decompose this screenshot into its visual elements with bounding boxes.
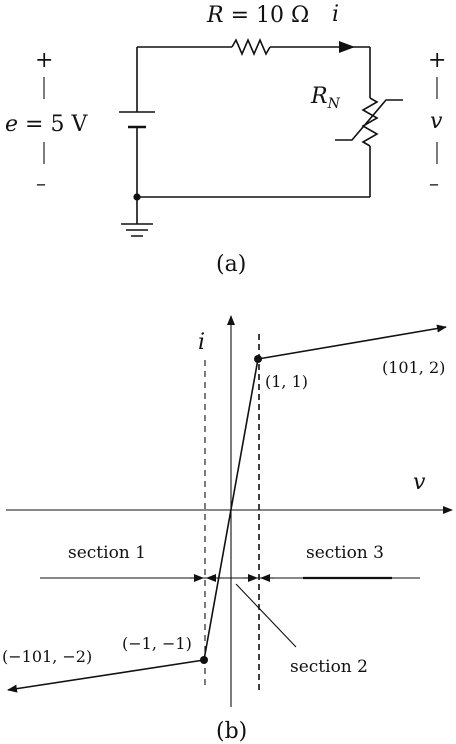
caption-b: (b) (216, 719, 247, 744)
section2-label: section 2 (290, 657, 368, 677)
ground-icon (121, 223, 153, 237)
iv-graph: i v (1, 1) (101, 2) (−1, −1) (−101, −2) … (2, 315, 453, 744)
breakpoint-top (254, 355, 262, 363)
voltage-plus-sign: + (428, 48, 446, 73)
curve-middle-segment (203, 358, 259, 661)
section3-label: section 3 (306, 543, 384, 563)
caption-a: (a) (216, 252, 246, 277)
voltage-label: v (430, 109, 443, 134)
point-label-bottom: (−1, −1) (122, 634, 192, 653)
resistor-label: R = 10 Ω (206, 3, 309, 28)
point-label-top: (1, 1) (265, 372, 308, 391)
nonlinear-resistor-symbol (361, 97, 379, 147)
source-label: e = 5 V (5, 112, 88, 137)
current-label: i (332, 2, 339, 27)
resistor-symbol (231, 37, 271, 57)
y-axis-label: i (198, 330, 205, 355)
section1-label: section 1 (68, 543, 146, 563)
nonlinear-resistor-slash (335, 99, 403, 141)
point-label-left: (−101, −2) (2, 647, 92, 666)
source-minus-sign: – (36, 171, 46, 195)
nonlinear-resistor-label: RN (310, 84, 341, 112)
circuit-diagram: R = 10 Ω i + e = 5 V – RN + v – (a) (5, 2, 446, 277)
curve-right-segment (257, 324, 447, 360)
x-axis-label: v (413, 470, 426, 495)
curve-left-segment (7, 659, 205, 693)
section2-pointer (235, 583, 297, 648)
breakpoint-bottom (200, 656, 208, 664)
voltage-minus-sign: – (429, 171, 439, 195)
current-arrow-icon (339, 41, 355, 53)
source-plus-sign: + (35, 48, 53, 73)
point-label-right: (101, 2) (382, 358, 445, 377)
